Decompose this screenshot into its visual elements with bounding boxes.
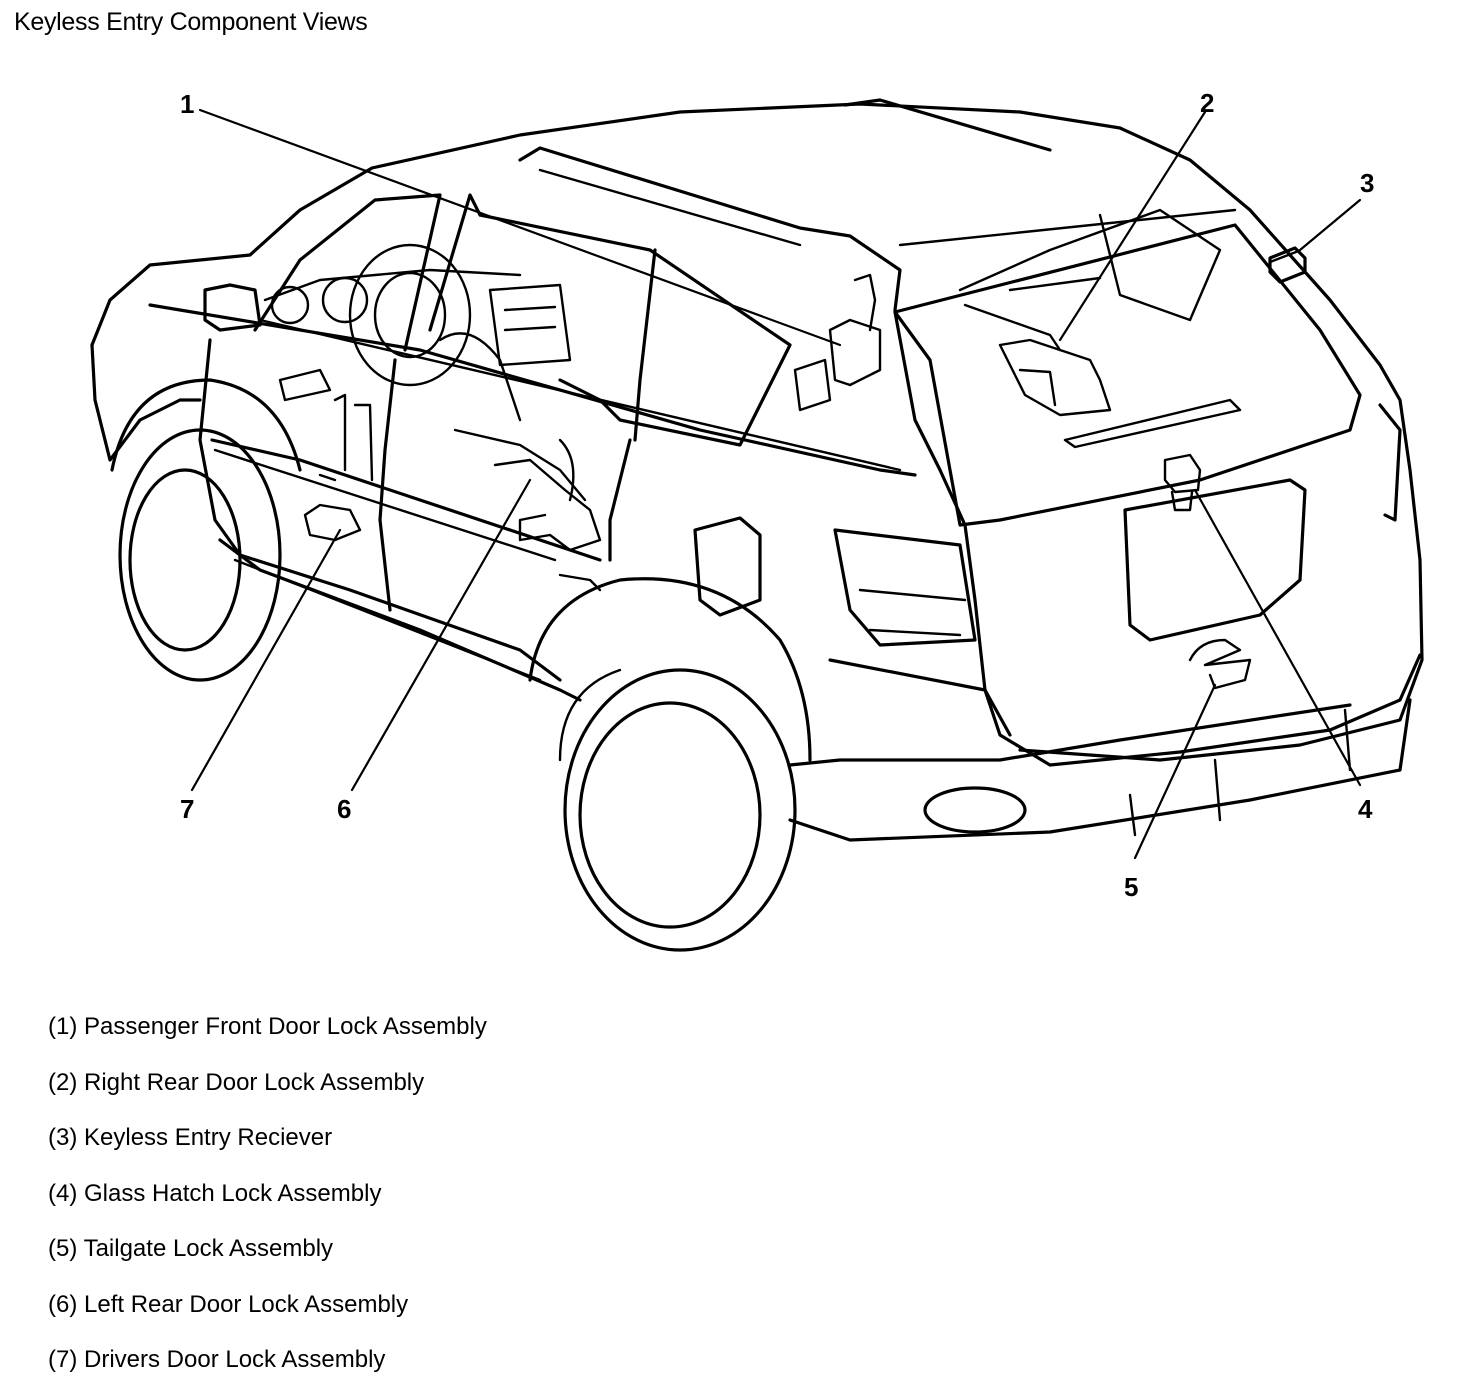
legend-item: (7) Drivers Door Lock Assembly [48, 1346, 386, 1373]
vehicle-drawing [90, 98, 1424, 952]
legend-item: (6) Left Rear Door Lock Assembly [48, 1290, 409, 1318]
callout-6: 6 [337, 794, 351, 824]
legend-item: (3) Keyless Entry Reciever [48, 1124, 333, 1151]
legend-item: (1) Passenger Front Door Lock Assembly [48, 1013, 487, 1040]
legend-item: (5) Tailgate Lock Assembly [48, 1235, 334, 1262]
callout-1: 1 [180, 89, 194, 119]
callout-2: 2 [1200, 88, 1214, 118]
leader-lines [190, 108, 1362, 860]
callout-5: 5 [1124, 872, 1138, 902]
legend-item: (4) Glass Hatch Lock Assembly [48, 1179, 382, 1207]
callout-3: 3 [1360, 168, 1374, 198]
vehicle-component-diagram: 1 2 3 4 5 6 7 [90, 88, 1424, 952]
legend-item: (2) Right Rear Door Lock Assembly [48, 1068, 425, 1096]
callout-numbers: 1 2 3 4 5 6 7 [180, 88, 1374, 902]
component-legend: (1) Passenger Front Door Lock Assembly (… [48, 1010, 487, 1399]
page-title: Keyless Entry Component Views [14, 8, 368, 36]
callout-4: 4 [1358, 794, 1373, 824]
callout-7: 7 [180, 794, 194, 824]
